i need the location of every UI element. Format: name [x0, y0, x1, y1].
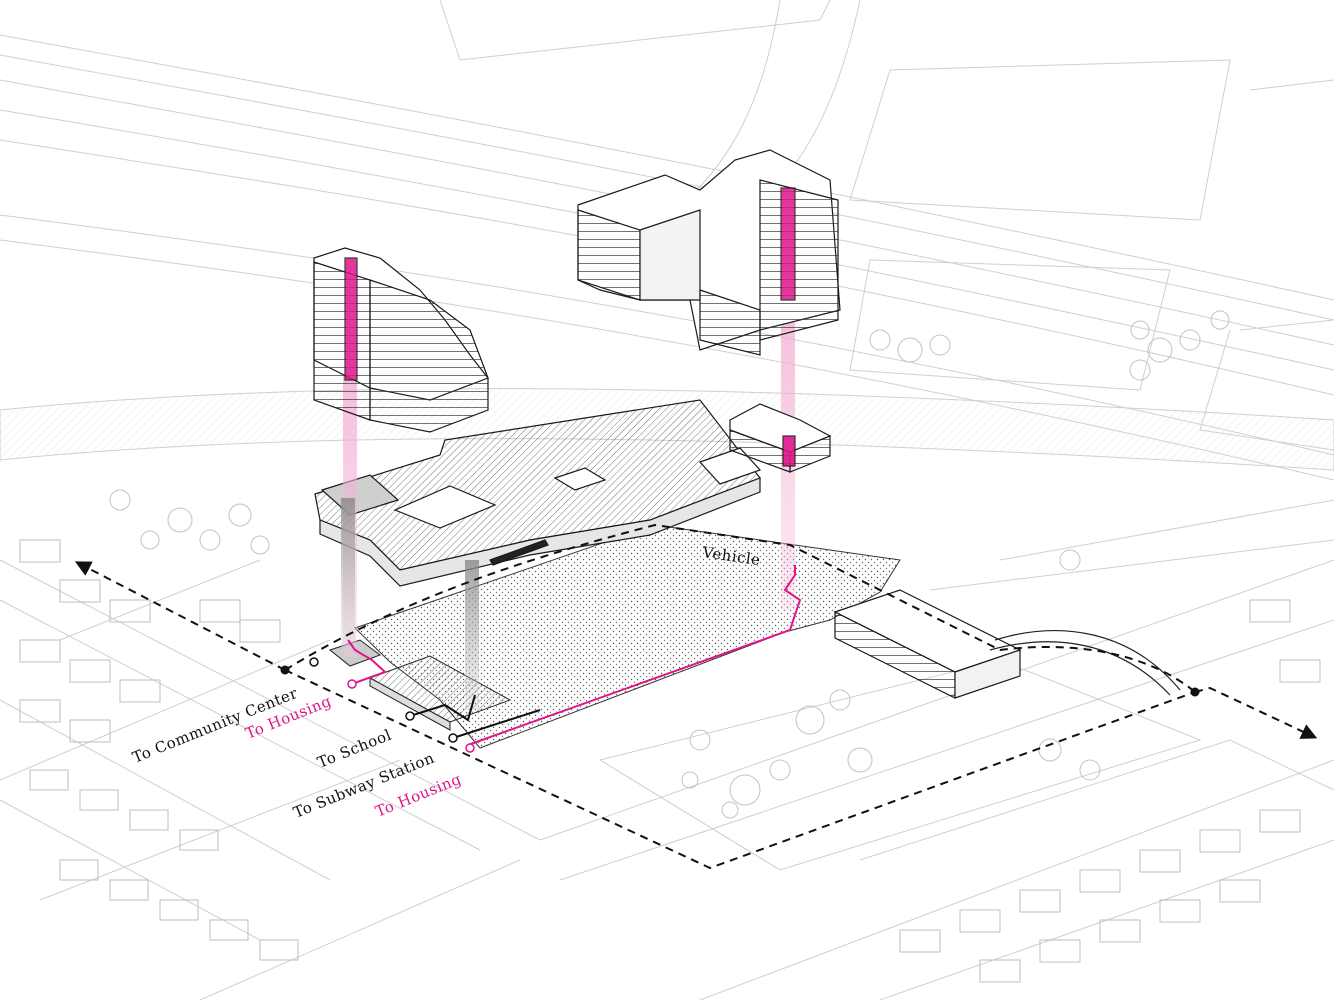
east-pavilion	[729, 403, 832, 473]
node-community-center	[280, 665, 290, 675]
vehicle-route	[284, 523, 1196, 693]
core-beam-grey-west	[341, 498, 355, 648]
subway-connector	[452, 709, 541, 739]
node-school	[405, 711, 415, 721]
core-beam-grey-mid	[465, 560, 479, 710]
east-tower	[577, 149, 841, 356]
node-subway	[448, 733, 458, 743]
node-housing-east	[465, 743, 475, 753]
school-connector	[409, 694, 476, 722]
ground-block-west-side	[369, 677, 451, 731]
housing-route-path	[467, 565, 802, 746]
main-dashed-route-east	[1194, 686, 1318, 739]
node-community-entry	[309, 657, 319, 667]
vehicle-ramp	[994, 630, 1181, 691]
housing-route-path-west	[347, 639, 387, 685]
vehicle-ramp-edge	[989, 641, 1171, 696]
main-dashed-route-south	[284, 669, 1196, 870]
east-wing-building	[833, 589, 1022, 699]
node-east	[1190, 687, 1200, 697]
main-dashed-route-west	[74, 561, 286, 671]
label-subway: To Subway Station	[291, 749, 437, 822]
label-school: To School	[315, 726, 394, 772]
node-housing-west	[347, 679, 357, 689]
west-tower	[313, 247, 489, 433]
